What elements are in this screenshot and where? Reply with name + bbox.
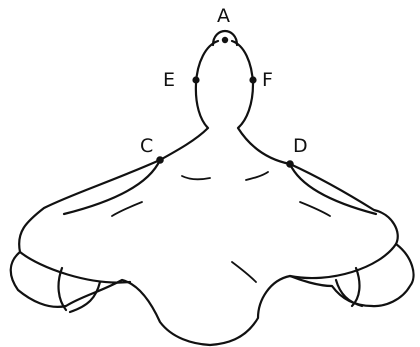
right-wing-inner-edge (290, 164, 376, 214)
label-a: A (217, 5, 230, 27)
label-c: C (140, 135, 153, 157)
label-f: F (262, 69, 273, 91)
belly-mark (232, 262, 256, 282)
point-d-marker (286, 160, 294, 168)
point-f-marker (249, 76, 256, 83)
point-a-marker (222, 37, 228, 43)
left-wing-crease (112, 202, 142, 216)
chest-mark-right (246, 172, 268, 180)
body-outline (11, 41, 414, 345)
point-e-marker (192, 76, 199, 83)
left-wing-inner-edge (64, 160, 160, 214)
label-e: E (163, 69, 175, 91)
right-wing-crease (300, 202, 330, 216)
chest-mark-left (182, 176, 210, 179)
label-d: D (293, 135, 308, 157)
point-c-marker (156, 156, 164, 164)
